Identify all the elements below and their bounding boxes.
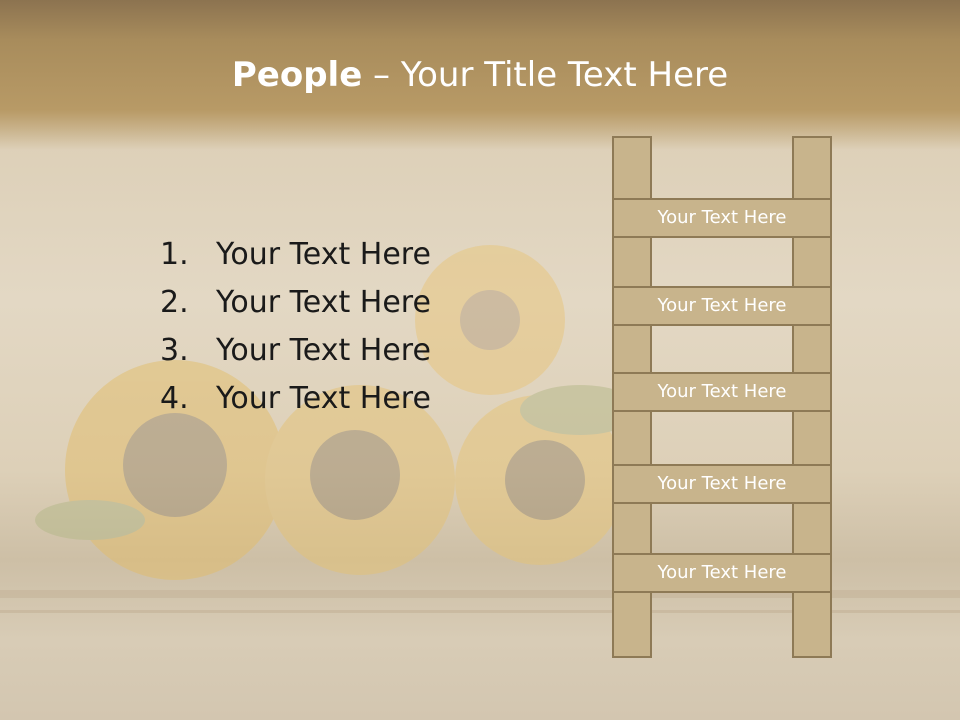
ladder-rung-3: Your Text Here bbox=[612, 372, 832, 412]
list-number: 3. bbox=[160, 333, 189, 368]
ladder-rung-4: Your Text Here bbox=[612, 464, 832, 504]
title-rest: – Your Title Text Here bbox=[362, 55, 729, 95]
slide-title: People – Your Title Text Here bbox=[0, 52, 960, 98]
list-number: 4. bbox=[160, 381, 189, 416]
ladder-rung-1: Your Text Here bbox=[612, 198, 832, 238]
list-number: 1. bbox=[160, 237, 189, 272]
list-text: Your Text Here bbox=[216, 333, 431, 368]
title-bold: People bbox=[231, 55, 363, 95]
list-item: 1. Your Text Here bbox=[160, 232, 431, 280]
list-item: 3. Your Text Here bbox=[160, 328, 431, 376]
list-text: Your Text Here bbox=[216, 285, 431, 320]
ladder-rung-5: Your Text Here bbox=[612, 553, 832, 593]
numbered-list: 1. Your Text Here 2. Your Text Here 3. Your… bbox=[160, 232, 431, 424]
ladder-rung-2: Your Text Here bbox=[612, 286, 832, 326]
title-bar bbox=[0, 0, 960, 150]
list-number: 2. bbox=[160, 285, 189, 320]
list-text: Your Text Here bbox=[216, 237, 431, 272]
list-text: Your Text Here bbox=[216, 381, 431, 416]
list-item: 4. Your Text Here bbox=[160, 376, 431, 424]
list-item: 2. Your Text Here bbox=[160, 280, 431, 328]
